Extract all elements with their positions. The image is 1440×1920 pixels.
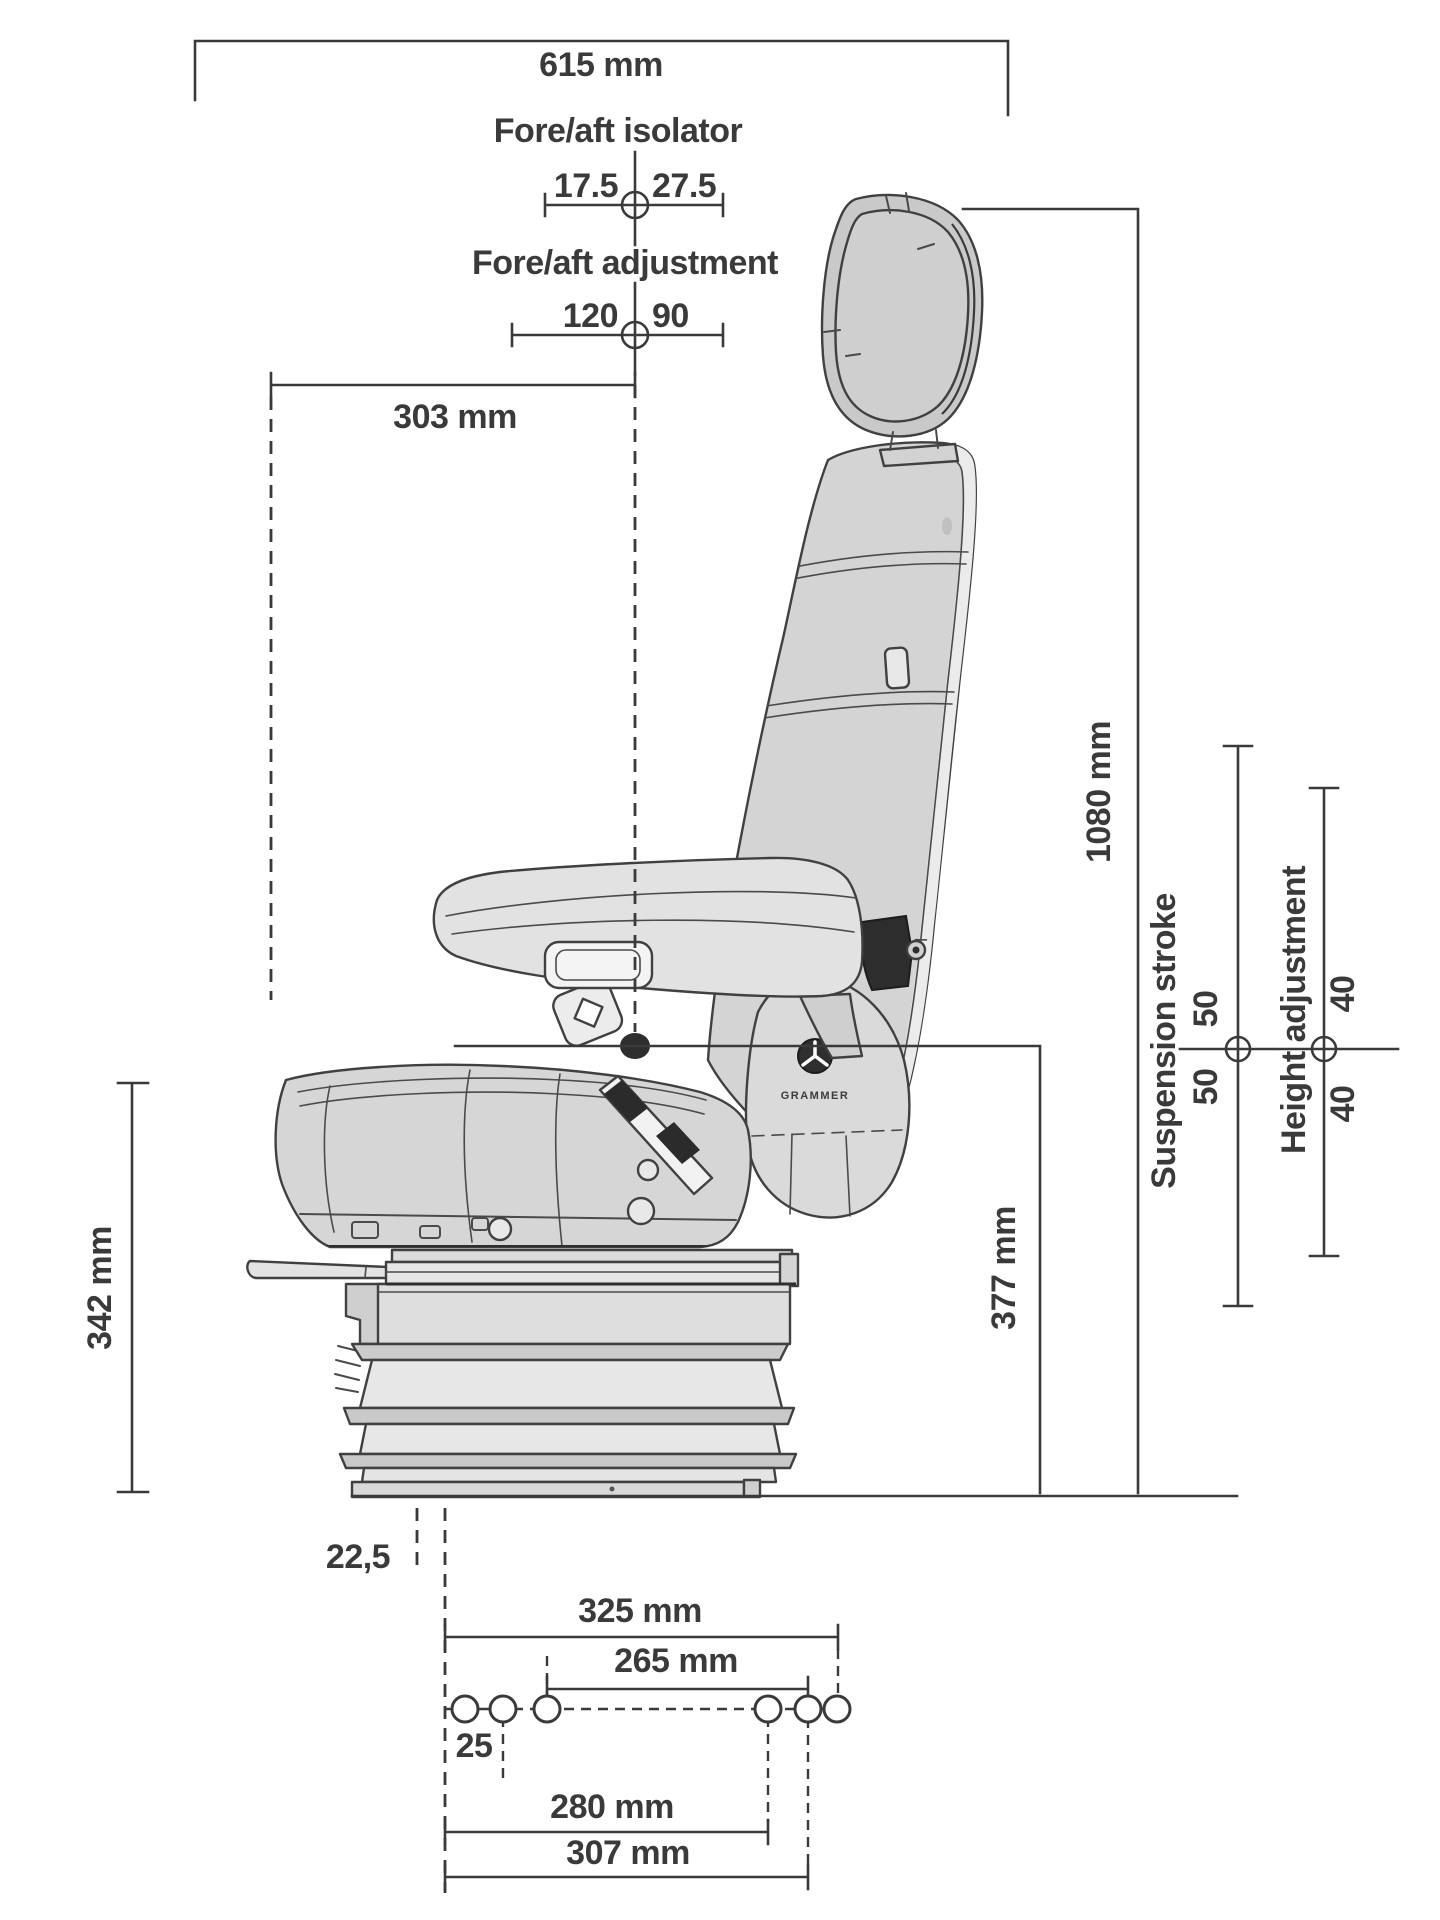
fore-aft-lever-bar (246, 1259, 397, 1280)
adjustment-label: Fore/aft adjustment (472, 244, 778, 282)
suspension-stroke-crosshair (1224, 1035, 1252, 1063)
dimension-overall-height: 1080 mm (961, 207, 1140, 1495)
seat-headrest (820, 192, 984, 468)
adjustment-right-value: 90 (652, 297, 689, 335)
dimension-cushion-height-label: 342 mm (81, 1226, 119, 1350)
suspension-assembly (246, 1248, 800, 1499)
isolator-crosshair (620, 190, 650, 220)
dimension-suspension-stroke: Suspension stroke 50 50 (1145, 744, 1274, 1308)
adjustment-left-value: 120 (563, 297, 618, 335)
bellows (338, 1342, 798, 1499)
tilt-handle (552, 979, 624, 1047)
suspension-stroke-upper-value: 50 (1187, 991, 1225, 1028)
mounting-span-inner-label: 265 mm (614, 1642, 738, 1680)
mounting-span-outer-label: 325 mm (578, 1592, 702, 1630)
mounting-hole-pitch-label: 25 (456, 1727, 493, 1765)
mounting-offset-label: 22,5 (326, 1538, 390, 1576)
dimension-fore-aft-isolator: Fore/aft isolator 17.5 27.5 (494, 112, 743, 247)
suspension-stroke-lower-value: 50 (1187, 1069, 1225, 1106)
isolator-right-value: 27.5 (652, 167, 716, 205)
adjustment-crosshair (620, 320, 650, 350)
mounting-span-280-label: 280 mm (550, 1788, 674, 1826)
mounting-pattern: 22,5 325 mm 265 mm 25 280 mm 307 mm (326, 1508, 852, 1893)
height-adjustment-lower-value: 40 (1324, 1086, 1362, 1123)
dimension-cushion-height: 342 mm (81, 1081, 150, 1494)
height-adjustment-crosshair (1310, 1035, 1338, 1063)
mounting-holes (450, 1694, 852, 1724)
isolator-label: Fore/aft isolator (494, 112, 743, 150)
armrest (432, 856, 864, 1060)
dimension-sip-height: 377 mm (453, 1044, 1042, 1495)
dimension-overall-height-label: 1080 mm (1080, 721, 1118, 863)
dimension-fore-aft-adjustment: Fore/aft adjustment 120 90 (472, 244, 779, 377)
dimension-overall-width: 615 mm (193, 39, 1010, 117)
seat-illustration: GRAMMER (246, 192, 984, 1499)
suspension-stroke-label: Suspension stroke (1145, 893, 1183, 1189)
mounting-span-307-label: 307 mm (566, 1834, 690, 1872)
dimension-cushion-depth-label: 303 mm (393, 398, 517, 436)
dimension-overall-width-label: 615 mm (539, 46, 663, 84)
dimension-sip-height-label: 377 mm (985, 1206, 1023, 1330)
height-adjustment-upper-value: 40 (1324, 976, 1362, 1013)
recline-lever (598, 1074, 714, 1196)
isolator-left-value: 17.5 (554, 167, 618, 205)
dimension-cushion-depth: 303 mm (269, 371, 650, 1059)
dimension-height-adjustment: Height adjustment 40 40 (1272, 786, 1400, 1258)
brand-logo-text: GRAMMER (781, 1090, 850, 1102)
backrest-slot-detail (883, 646, 911, 690)
height-adjustment-label: Height adjustment (1275, 866, 1313, 1154)
seatbelt-guide (860, 914, 914, 992)
